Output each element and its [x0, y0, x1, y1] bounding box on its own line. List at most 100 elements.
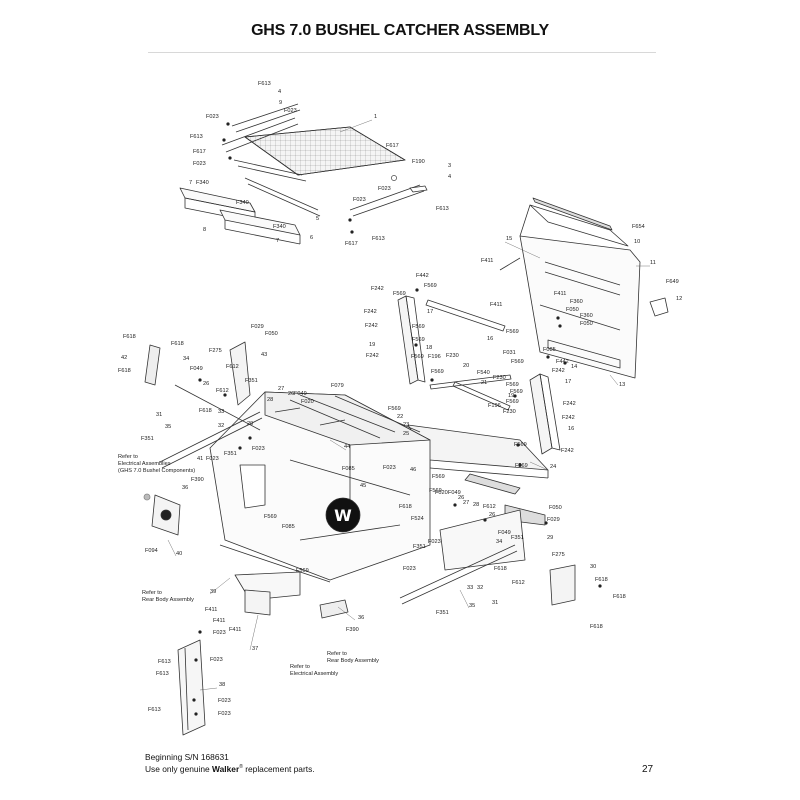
part-callout: F618: [613, 594, 626, 600]
part-callout: 7: [189, 180, 192, 186]
serial-number-note: Beginning S/N 168631: [145, 752, 229, 762]
part-callout: 15: [506, 236, 512, 242]
part-callout: F569: [412, 337, 425, 343]
part-callout: F242: [563, 401, 576, 407]
part-callout: F442: [416, 273, 429, 279]
part-callout: 36: [182, 485, 188, 491]
part-callout: 18: [426, 345, 432, 351]
part-callout: F050: [265, 331, 278, 337]
part-callout: F023: [218, 698, 231, 704]
part-callout: F023: [218, 711, 231, 717]
part-callout: F050: [549, 505, 562, 511]
part-callout: 43: [261, 352, 267, 358]
part-callout: F029: [251, 324, 264, 330]
part-callout: F618: [118, 368, 131, 374]
part-callout: F351: [141, 436, 154, 442]
part-callout: 34: [496, 539, 502, 545]
part-callout: F411: [229, 627, 241, 633]
part-callout: 32: [218, 423, 224, 429]
part-callout: F613: [190, 134, 203, 140]
part-callout: F094: [145, 548, 158, 554]
part-callout: 20: [463, 363, 469, 369]
part-callout: F023: [383, 465, 396, 471]
note-rear-body-bottom: Rear Body Assembly: [327, 658, 379, 664]
part-callout: F617: [193, 149, 206, 155]
part-callout: F050: [580, 321, 593, 327]
genuine-parts-note: Use only genuine Walker® replacement par…: [145, 762, 315, 774]
part-callout: F569: [432, 474, 445, 480]
part-callout: F049: [294, 391, 307, 397]
part-callout: 30: [590, 564, 596, 570]
part-callout: F569: [264, 514, 277, 520]
part-callout: F540: [477, 370, 490, 376]
part-callout: 10: [634, 239, 640, 245]
part-callout: F242: [364, 309, 377, 315]
part-callout: F390: [191, 477, 204, 483]
part-callout: 16: [487, 336, 493, 342]
part-callout: 29: [547, 535, 553, 541]
part-callout: F049: [498, 530, 511, 536]
part-callout: 28: [267, 397, 273, 403]
part-callout: F618: [171, 341, 184, 347]
note-electrical: Refer to: [118, 454, 138, 460]
part-callout: F351: [413, 544, 426, 550]
part-callout: F524: [411, 516, 424, 522]
part-callout: 33: [467, 585, 473, 591]
part-callout: 31: [492, 600, 498, 606]
part-callout: 29: [247, 421, 253, 427]
part-callout: F613: [156, 671, 169, 677]
part-callout: 39: [210, 589, 216, 595]
part-callout: F230: [446, 353, 459, 359]
part-callout: F023: [252, 446, 265, 452]
part-callout: F049: [190, 366, 203, 372]
part-callout: F569: [506, 329, 519, 335]
part-callout: F230: [493, 375, 506, 381]
part-callout: 26: [458, 495, 464, 501]
part-callout: 8: [203, 227, 206, 233]
part-callout: F618: [494, 566, 507, 572]
part-callout: 25: [403, 431, 409, 437]
part-callout: F029: [547, 517, 560, 523]
part-callout: 26: [203, 381, 209, 387]
note-electrical-bottom: Electrical Assembly: [290, 671, 338, 677]
note-rear-body-left: Rear Body Assembly: [142, 597, 194, 603]
part-callout: F618: [199, 408, 212, 414]
part-callout: 22: [397, 414, 403, 420]
part-callout: F023: [210, 657, 223, 663]
note-electrical: Electrical Assemblies: [118, 461, 171, 467]
part-callout: F190: [412, 159, 425, 165]
note-rear-body-left: Refer to: [142, 590, 162, 596]
part-callout: F351: [224, 451, 237, 457]
part-callout: 42: [121, 355, 127, 361]
part-callout: F360: [570, 299, 583, 305]
part-callout: F613: [158, 659, 171, 665]
part-callout: 41: [197, 456, 203, 462]
part-callout: F612: [216, 388, 229, 394]
page-number: 27: [642, 764, 654, 775]
page-title: GHS 7.0 BUSHEL CATCHER ASSEMBLY: [251, 22, 549, 39]
part-callout: F617: [345, 241, 358, 247]
part-callout: F020: [301, 399, 314, 405]
part-callout: F569: [296, 568, 309, 574]
part-callout: 36: [358, 615, 364, 621]
part-callout: F351: [511, 535, 524, 541]
part-callout: F569: [412, 324, 425, 330]
part-callout: 35: [469, 603, 475, 609]
part-callout: F569: [393, 291, 406, 297]
part-callout: F569: [431, 369, 444, 375]
part-callout: F612: [512, 580, 525, 586]
part-callout: 16: [568, 426, 574, 432]
part-callout: 17: [427, 309, 433, 315]
part-callout: 3: [448, 163, 451, 169]
part-callout: 46: [410, 467, 416, 473]
screen-panel: [221, 103, 425, 217]
bottom-parts: [177, 589, 349, 736]
brand-name: Walker: [212, 763, 240, 774]
part-callout: F230: [503, 409, 516, 415]
catcher-body: W: [209, 391, 431, 601]
part-callout: F617: [386, 143, 399, 149]
part-callout: 19: [369, 342, 375, 348]
frame-rails: [179, 185, 428, 245]
part-callout: F569: [388, 406, 401, 412]
